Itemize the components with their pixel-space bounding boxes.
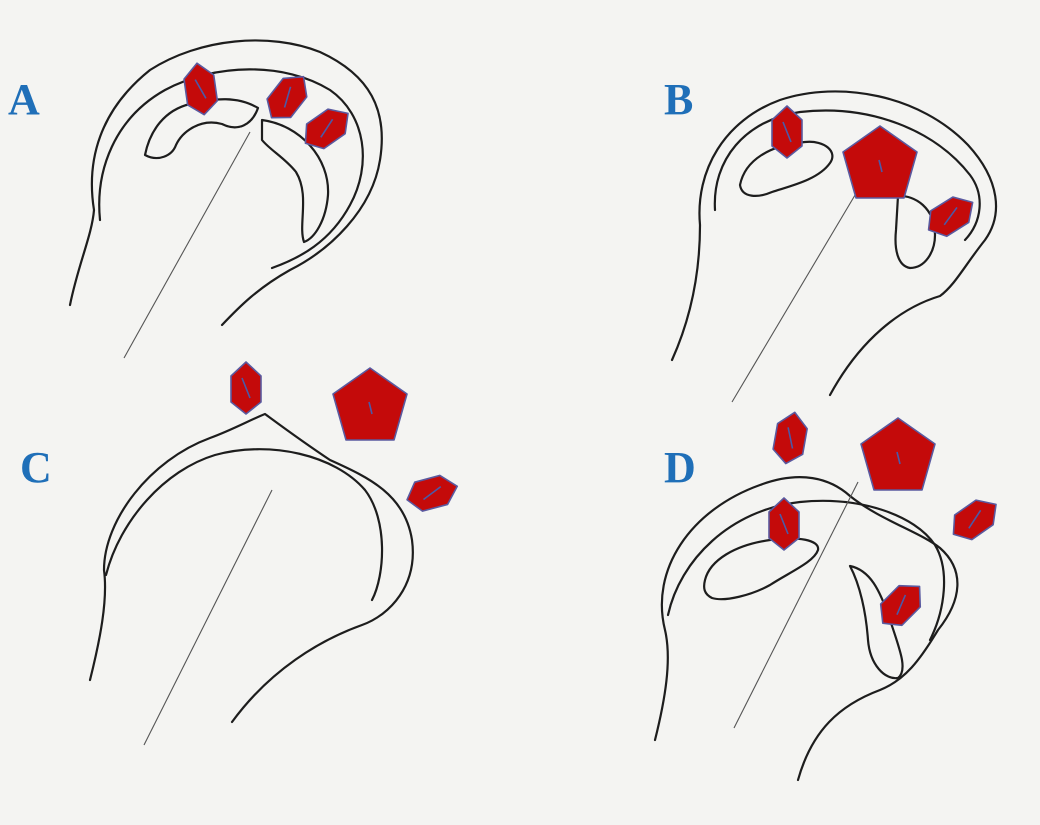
panel-b-hatched-region-right xyxy=(896,196,935,268)
panel-b-marker-2-icon xyxy=(843,126,917,198)
panel-b-marker-1-icon xyxy=(772,106,802,158)
panel-d-label: D xyxy=(664,446,696,490)
panel-d xyxy=(655,410,1005,780)
panel-b-label: B xyxy=(664,78,693,122)
panel-d-marker-4-icon xyxy=(769,498,799,550)
panel-d-marker-5-icon xyxy=(872,576,930,634)
panel-d-marker-3-icon xyxy=(945,492,1005,546)
panel-c-humeral-head-outer-outline xyxy=(90,414,413,722)
panel-a-label: A xyxy=(8,78,40,122)
panel-d-marker-1-icon xyxy=(771,410,810,466)
panel-b-humeral-head-outer-outline xyxy=(672,91,996,395)
panel-a-marker-3-icon xyxy=(297,101,357,155)
panel-d-hatched-region-left xyxy=(704,538,818,599)
panel-a-marker-1-icon xyxy=(182,61,219,117)
panel-a-humeral-axis-line xyxy=(124,132,250,358)
panel-a-marker-2-icon xyxy=(260,67,316,126)
panel-c-humeral-axis-line xyxy=(144,490,272,745)
panel-c-humeral-head-inner-outline xyxy=(106,449,382,600)
panel-c-marker-3-icon xyxy=(403,472,461,514)
panel-b xyxy=(672,91,996,402)
panel-a xyxy=(70,40,382,358)
panel-c-label: C xyxy=(20,446,52,490)
panel-b-marker-3-icon xyxy=(921,190,981,243)
panel-d-marker-2-icon xyxy=(861,418,935,490)
panel-b-humeral-axis-line xyxy=(732,180,864,402)
panel-c-marker-2-icon xyxy=(333,368,407,440)
panel-c-marker-1-icon xyxy=(231,362,261,414)
panel-c xyxy=(90,362,461,745)
panel-a-humeral-head-outer-outline xyxy=(70,40,382,325)
